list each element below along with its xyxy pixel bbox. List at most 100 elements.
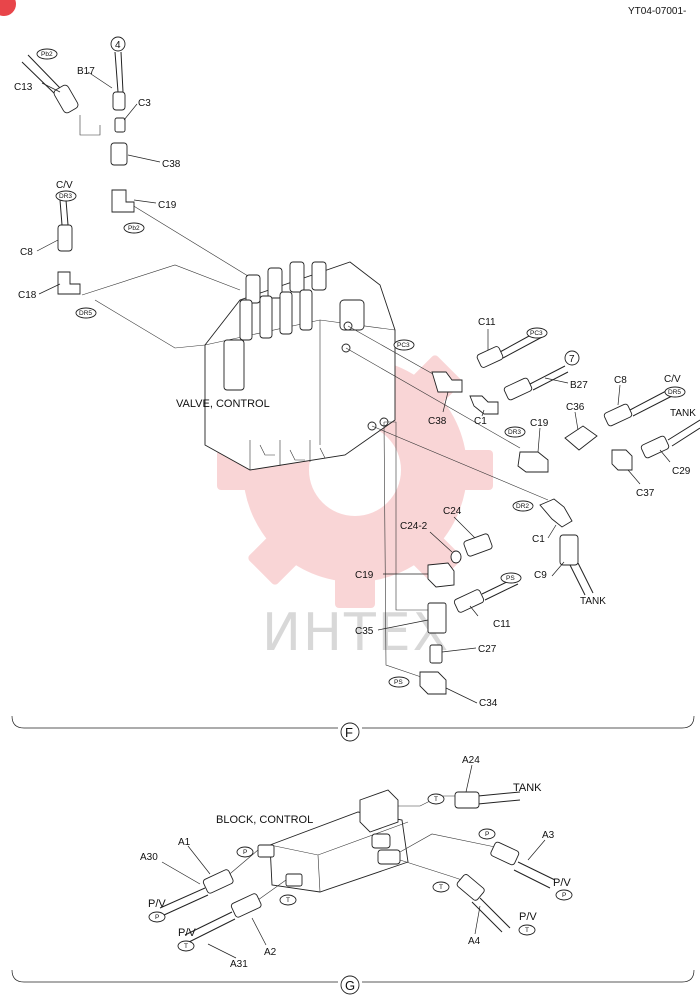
label-c11-low: C11: [493, 619, 511, 630]
oring-c24-2: [450, 550, 462, 564]
control-block-body: [257, 789, 409, 893]
fitting-c11-top: [476, 346, 504, 368]
hose-a1: [159, 887, 209, 916]
section-g-brace: [11, 969, 695, 983]
fitting-c1-low: [539, 498, 573, 528]
label-c37: C37: [636, 488, 655, 499]
label-c8-left: C8: [20, 247, 33, 258]
label-c29: C29: [672, 466, 691, 477]
fitting-c18: [57, 271, 81, 295]
svg-text:P: P: [485, 831, 489, 838]
label-c38-top: C38: [162, 159, 181, 170]
label-pv-right-top: P/V: [553, 877, 571, 889]
port-oval-t-pv-left: T: [177, 940, 195, 952]
label-cv-right: C/V: [664, 374, 681, 385]
label-c34: C34: [479, 698, 498, 709]
fitting-a24: [454, 791, 480, 809]
section-f-brace: [11, 715, 695, 729]
control-valve-body: [204, 261, 396, 471]
callout-7-text: 7: [569, 354, 575, 365]
hose-c9: [569, 562, 594, 596]
port-oval-t-left: T: [279, 894, 297, 906]
label-c18: C18: [18, 290, 37, 301]
callout-4: [110, 36, 126, 52]
fitting-a2: [230, 893, 262, 918]
label-c1-low: C1: [532, 534, 545, 545]
port-oval-dr2: DR2: [512, 500, 534, 512]
section-f-marker-text: F: [345, 725, 353, 740]
label-c27: C27: [478, 644, 497, 655]
label-c19-mid: C19: [530, 418, 549, 429]
fitting-a1: [202, 869, 234, 894]
watermark-text: ИНТЕХ: [262, 603, 450, 663]
port-oval-pc3-b: PC3: [526, 327, 548, 339]
label-c1-mid: C1: [474, 416, 487, 427]
port-oval-p-left: P: [236, 846, 254, 858]
label-a1: A1: [178, 837, 191, 848]
svg-text:T: T: [525, 927, 529, 934]
fitting-c36: [564, 425, 598, 451]
label-c19-low: C19: [355, 570, 374, 581]
hose-a24: [477, 791, 521, 805]
fitting-c29: [640, 435, 670, 459]
label-c19-top: C19: [158, 200, 177, 211]
callout-7: [564, 350, 580, 366]
port-oval-t-right: T: [432, 881, 450, 893]
fitting-c24: [463, 533, 493, 557]
hose-c8-left: [59, 199, 69, 226]
section-f-marker: [340, 722, 360, 742]
svg-text:PS: PS: [394, 679, 403, 686]
label-pv-right-bot: P/V: [519, 911, 537, 923]
port-oval-t-pv-right: T: [518, 924, 536, 936]
fitting-c38-mid: [431, 371, 463, 393]
svg-text:PC3: PC3: [530, 330, 543, 337]
fitting-c8-left: [57, 224, 73, 252]
fitting-c27: [429, 644, 443, 664]
label-b27: B27: [570, 380, 588, 391]
port-oval-ps-b: PS: [388, 676, 410, 688]
svg-text:Pb2: Pb2: [128, 225, 140, 232]
fitting-c19-top: [111, 189, 135, 213]
label-c13: C13: [14, 82, 33, 93]
svg-text:DR3: DR3: [508, 429, 521, 436]
label-a2: A2: [264, 947, 277, 958]
label-a30: A30: [140, 852, 158, 863]
label-pv-left-top: P/V: [148, 898, 166, 910]
label-c8-right: C8: [614, 375, 627, 386]
label-pv-left-bot: P/V: [178, 927, 196, 939]
svg-text:T: T: [439, 884, 443, 891]
svg-text:DR5: DR5: [668, 389, 681, 396]
port-oval-dr3-left: DR3: [55, 190, 77, 202]
page-corner-badge: [0, 0, 16, 16]
fitting-c1-mid: [469, 395, 499, 415]
label-a4: A4: [468, 936, 481, 947]
port-oval-pb2-a: Pb2: [36, 48, 58, 60]
section-f-title: VALVE, CONTROL: [176, 398, 270, 410]
svg-text:T: T: [434, 796, 438, 803]
label-c24-2: C24-2: [400, 521, 428, 532]
fitting-a3: [490, 841, 520, 866]
port-oval-pc3-a: PC3: [393, 339, 415, 351]
label-tank-low: TANK: [580, 596, 606, 607]
fitting-c35: [427, 602, 447, 634]
hose-c29: [667, 419, 700, 447]
svg-text:T: T: [184, 943, 188, 950]
section-g-marker: [340, 975, 360, 995]
label-c9: C9: [534, 570, 547, 581]
svg-text:DR5: DR5: [79, 310, 92, 317]
svg-text:PS: PS: [506, 575, 515, 582]
label-a31: A31: [230, 959, 248, 970]
fitting-b27: [503, 377, 533, 401]
hose-a4: [471, 897, 511, 933]
port-oval-dr3-mid: DR3: [504, 426, 526, 438]
hose-a3: [513, 861, 556, 889]
label-tank-right: TANK: [670, 408, 696, 419]
hose-c13: [21, 54, 61, 96]
hose-b17: [114, 51, 124, 93]
label-b17: B17: [77, 66, 95, 77]
fitting-c9: [559, 534, 579, 566]
fitting-a4: [456, 874, 485, 901]
fitting-c13: [53, 84, 79, 114]
label-a24: A24: [462, 755, 480, 766]
